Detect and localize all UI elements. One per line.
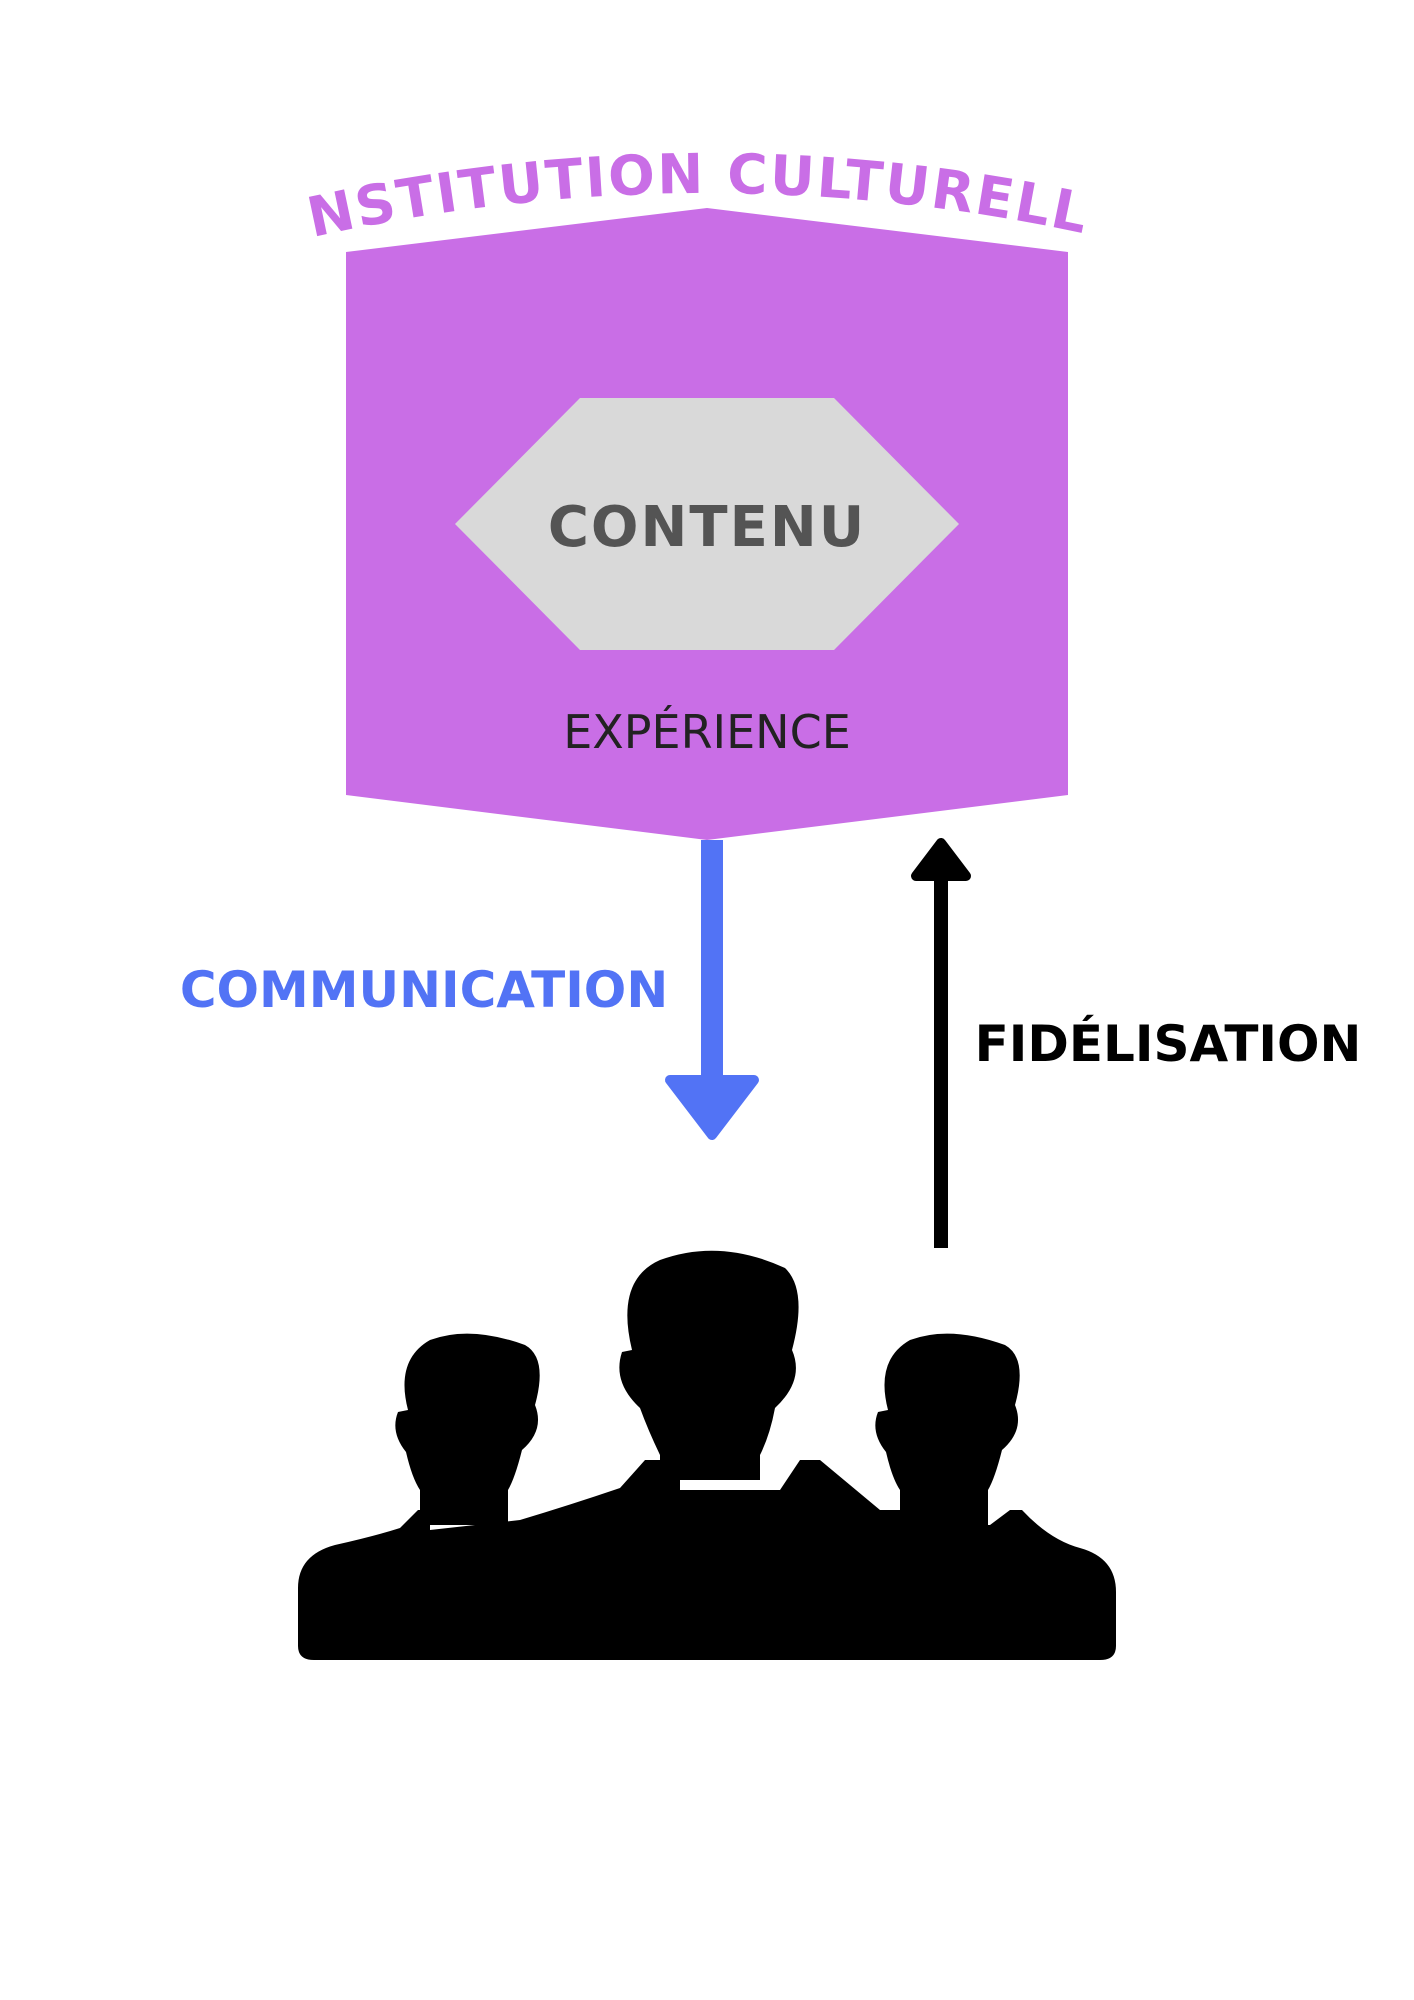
institution-title-text: INSTITUTION CULTURELLE — [0, 0, 1093, 250]
fidelisation-label: FIDÉLISATION — [975, 1014, 1362, 1073]
person-center-head — [619, 1250, 799, 1480]
content-hexagon — [455, 398, 959, 650]
communication-label: COMMUNICATION — [180, 961, 668, 1019]
person-right-head — [875, 1333, 1020, 1525]
fidelisation-arrow — [911, 838, 971, 1248]
person-left-head — [395, 1333, 540, 1525]
people-group-icon — [298, 1250, 1116, 1660]
audience-base — [298, 1460, 1116, 1660]
institution-title: INSTITUTION CULTURELLE — [0, 0, 1095, 250]
experience-label: EXPÉRIENCE — [563, 705, 851, 759]
communication-arrow — [665, 840, 759, 1140]
content-label: CONTENU — [548, 495, 866, 560]
